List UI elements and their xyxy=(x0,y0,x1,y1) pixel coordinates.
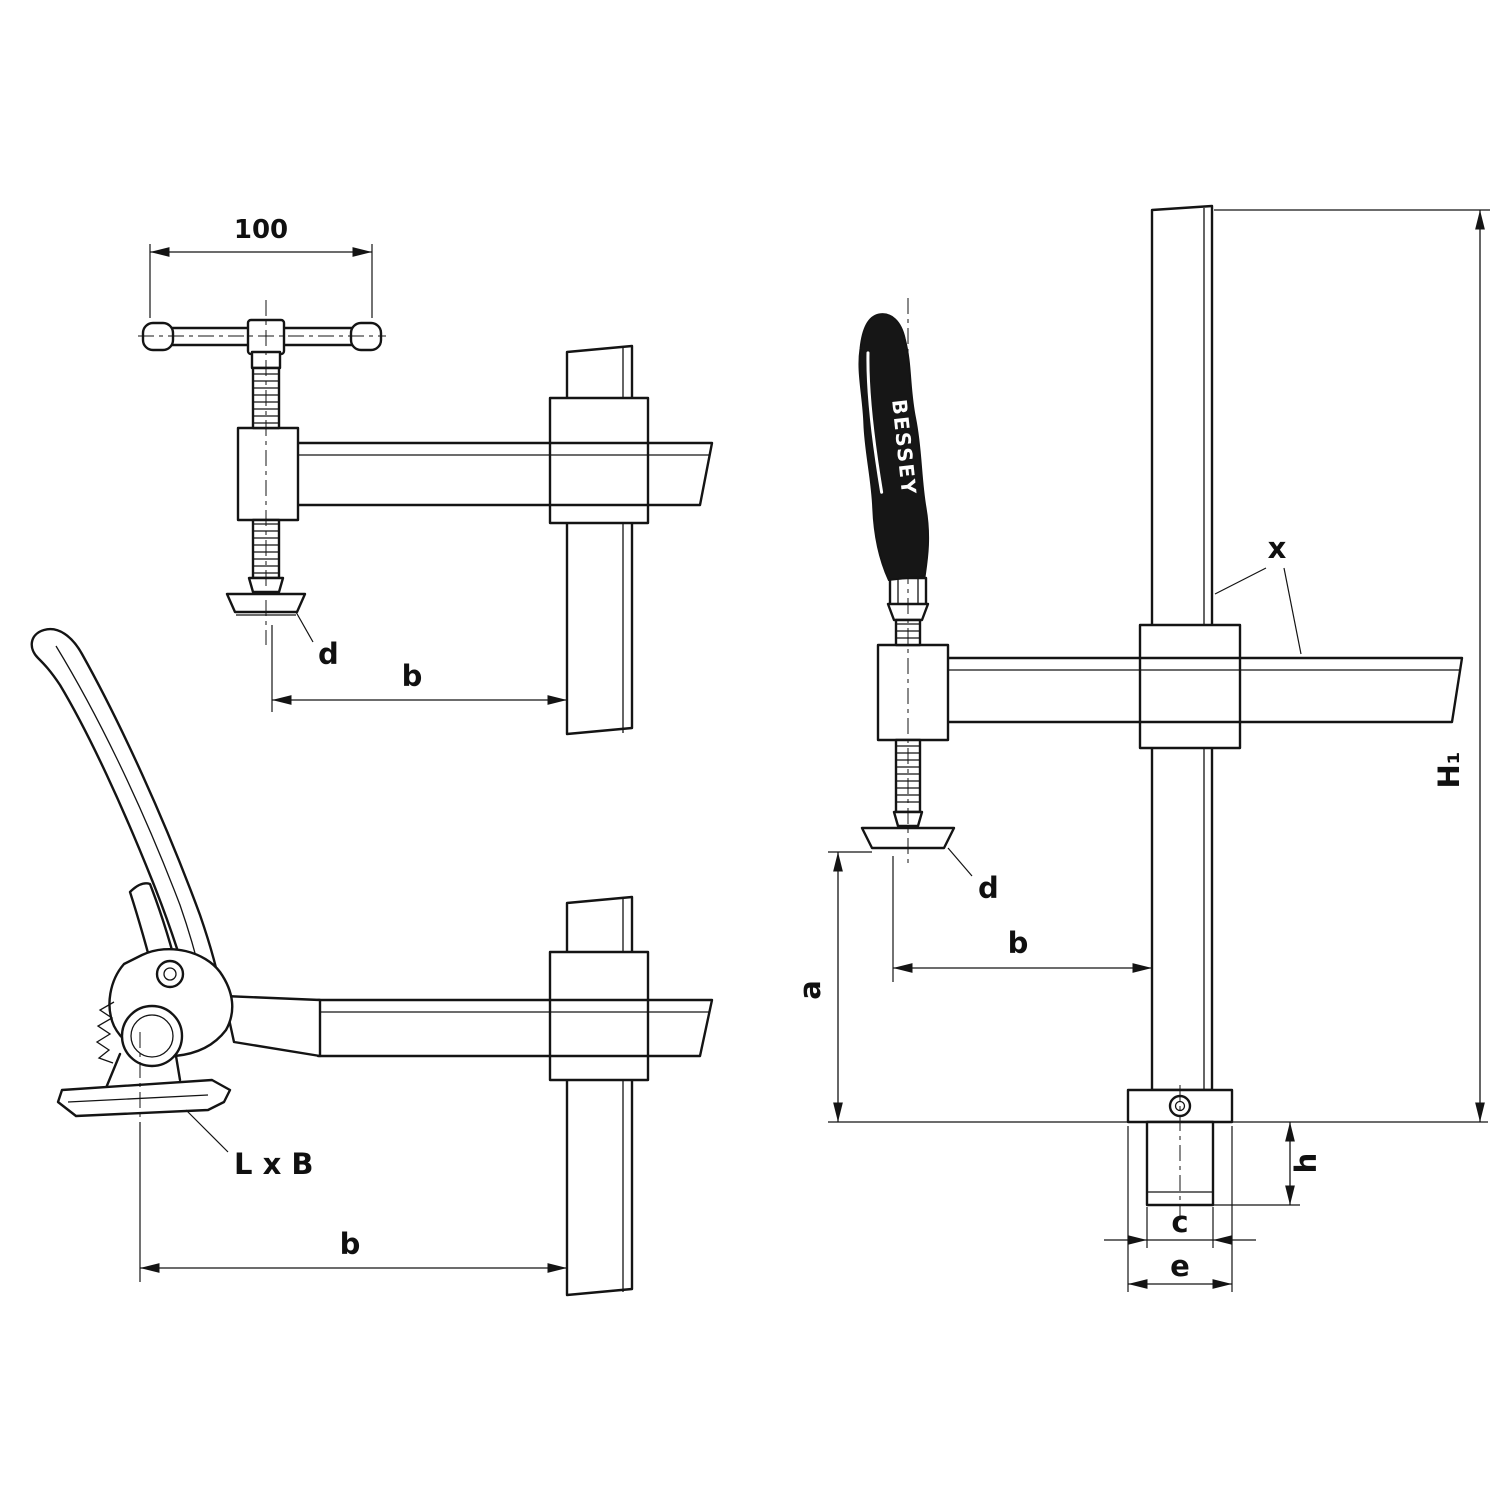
foot-supports xyxy=(104,1052,182,1090)
dimension-b-right: b xyxy=(892,856,1152,982)
dim-label-x: x xyxy=(1268,531,1287,565)
dim-label-lxb: L x B xyxy=(234,1147,313,1181)
leader-d-right xyxy=(947,847,973,877)
dimension-c: c xyxy=(1104,1205,1256,1248)
arm-right xyxy=(946,656,1464,724)
spindle-sleeve-right xyxy=(876,643,950,742)
dim-label-b-lever: b xyxy=(340,1227,361,1261)
dim-label-h: h xyxy=(1289,1153,1323,1174)
dimension-e: e xyxy=(1127,1126,1233,1292)
pivot-boss-inner xyxy=(130,1014,174,1058)
sliding-bracket-top xyxy=(548,396,650,525)
dimension-100: 100 xyxy=(149,215,373,318)
dimension-b-lever: b xyxy=(139,1122,567,1282)
arm-lever xyxy=(316,998,714,1058)
spindle-clamp-top: 100 d b xyxy=(138,215,714,736)
ratchet-teeth xyxy=(95,1001,115,1064)
arm-wedge-lever xyxy=(222,994,322,1058)
grip-handle: BESSEY xyxy=(858,313,930,582)
dim-e-ext xyxy=(1127,1126,1233,1292)
arm-top xyxy=(296,441,714,507)
sliding-bracket-lever xyxy=(548,950,650,1082)
dim-100-ext xyxy=(149,244,373,318)
dim-label-c: c xyxy=(1171,1205,1188,1239)
dim-label-b-top: b xyxy=(402,659,423,693)
dimension-a: a xyxy=(793,851,872,1122)
grip-highlight xyxy=(866,351,884,494)
dim-label-h1: H₁ xyxy=(1432,752,1466,789)
sliding-bracket-right xyxy=(1138,623,1242,750)
lever-clamp: L x B b xyxy=(30,627,714,1297)
clamp-foot-edge xyxy=(67,1094,209,1103)
dim-label-100: 100 xyxy=(234,215,288,245)
dim-label-a: a xyxy=(793,980,827,1000)
lever-handle-edge xyxy=(55,645,203,981)
handle-neck-flats xyxy=(897,578,919,604)
leader-d-top xyxy=(295,611,314,643)
dim-label-b-right: b xyxy=(1008,926,1029,960)
spindle-clamp-right: BESSEY x d a b H₁ xyxy=(793,204,1490,1292)
dim-label-d-right: d xyxy=(978,871,999,905)
pivot-pin-inner xyxy=(163,967,177,981)
leader-lxb xyxy=(185,1109,229,1153)
dimension-b-top: b xyxy=(271,625,567,712)
leader-x xyxy=(1214,567,1302,655)
dimension-h: h xyxy=(1213,1122,1323,1206)
grip-handle-body xyxy=(858,313,930,582)
dim-label-e: e xyxy=(1170,1249,1190,1283)
dim-label-d-top: d xyxy=(318,637,339,671)
dimension-h1: H₁ xyxy=(1214,209,1490,1122)
end-stop-screw-inner xyxy=(1174,1100,1186,1112)
spindle-sleeve-top xyxy=(236,426,300,522)
pivot-pin xyxy=(155,959,185,989)
